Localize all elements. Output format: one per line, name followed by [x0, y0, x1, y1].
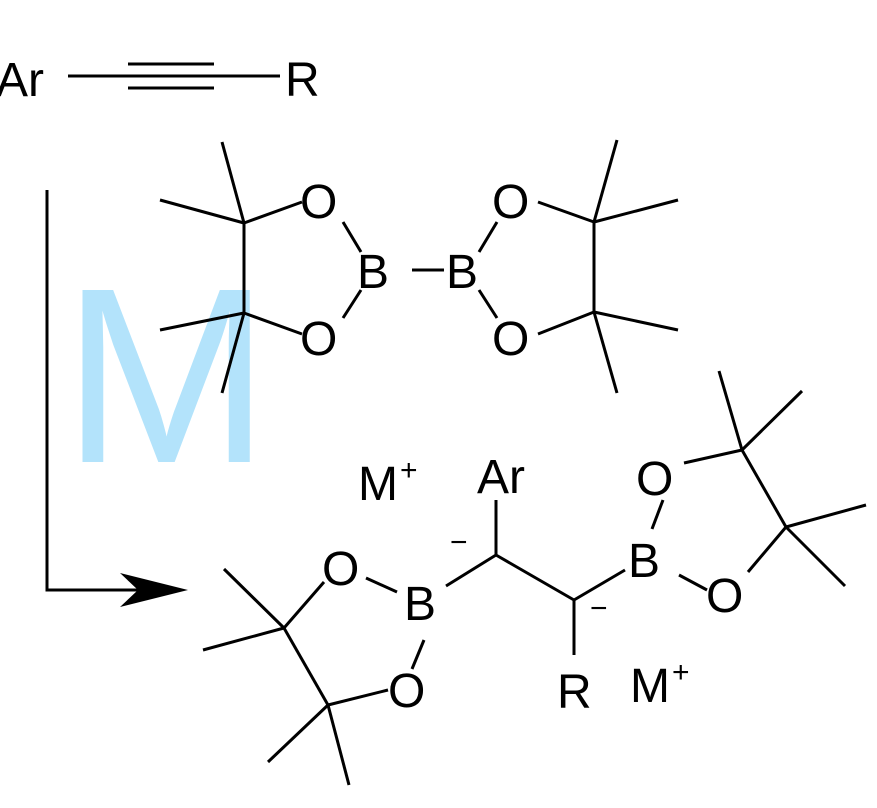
bond: [159, 311, 245, 332]
bond: [365, 576, 398, 594]
bond: [243, 311, 303, 336]
carbanion-1-charge: −: [450, 526, 468, 559]
bond: [159, 198, 245, 225]
reagent-oxygen-bottom-left: O: [300, 313, 337, 366]
reagent-boron-left: B: [357, 246, 389, 299]
bond: [592, 311, 619, 394]
dianion-product: M + M + Ar R − − O B O O B O: [202, 370, 867, 786]
arrow-shaft: [45, 190, 150, 592]
bond: [327, 688, 389, 707]
alkyne-reactant: Ar R: [0, 54, 320, 107]
bond: [785, 503, 867, 529]
bond: [222, 567, 286, 630]
product-substituent-label: R: [557, 666, 592, 719]
product-left-oxygen-top: O: [322, 543, 359, 596]
product-aryl-label: Ar: [477, 451, 525, 504]
bond: [537, 200, 595, 224]
reactant-aryl-label: Ar: [0, 54, 44, 107]
bond: [477, 221, 499, 253]
bond: [740, 449, 788, 528]
bond: [746, 526, 788, 573]
bond: [326, 704, 351, 786]
bond: [266, 703, 330, 764]
b2pin2-reagent: O O B B O O: [159, 139, 679, 394]
bond: [593, 310, 679, 332]
bond: [282, 627, 330, 706]
bond: [282, 581, 326, 629]
bond: [220, 141, 246, 224]
bond: [477, 289, 499, 319]
bond: [341, 221, 363, 253]
counterion-1-charge: +: [400, 454, 418, 487]
bond: [678, 573, 708, 592]
bond: [243, 200, 303, 225]
product-right-boron: B: [628, 535, 660, 588]
product-left-oxygen-bottom: O: [388, 665, 425, 718]
counterion-2: M: [630, 660, 670, 713]
bond: [495, 553, 575, 602]
counterion-1: M: [358, 458, 398, 511]
bond: [650, 499, 665, 530]
bond: [537, 310, 595, 336]
product-left-boron: B: [404, 578, 436, 631]
bond: [341, 289, 363, 319]
watermark-letter: M: [62, 236, 270, 515]
bond: [445, 553, 497, 588]
bond: [202, 626, 285, 652]
bond: [784, 525, 847, 588]
product-right-oxygen-bottom: O: [706, 570, 743, 623]
reagent-oxygen-top-right: O: [492, 176, 529, 229]
bond: [573, 568, 626, 602]
reactant-substituent-label: R: [285, 54, 320, 107]
reagent-oxygen-top-left: O: [300, 176, 337, 229]
arrow-head: [120, 573, 188, 607]
bond: [717, 370, 744, 451]
product-right-oxygen-top: O: [636, 453, 673, 506]
bond: [410, 639, 426, 670]
bond: [740, 389, 804, 452]
reaction-arrow-icon: [45, 190, 188, 607]
bond: [220, 312, 246, 394]
carbanion-2-charge: −: [590, 592, 608, 625]
bond: [683, 448, 743, 465]
reagent-oxygen-bottom-right: O: [492, 313, 529, 366]
reagent-boron-right: B: [446, 246, 478, 299]
counterion-2-charge: +: [672, 656, 690, 689]
bond: [593, 198, 679, 224]
bond: [592, 139, 619, 223]
